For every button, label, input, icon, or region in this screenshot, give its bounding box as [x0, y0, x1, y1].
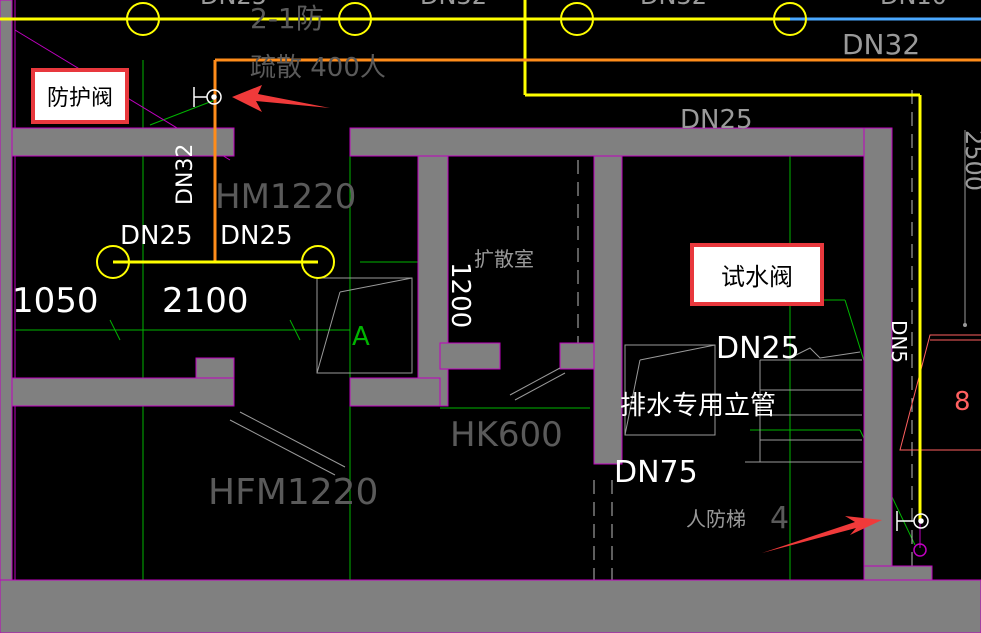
valve-symbols: [193, 87, 929, 531]
break-line: [789, 347, 861, 359]
label-civil-stair: 人防梯: [686, 507, 746, 531]
door-swing: [239, 411, 346, 468]
label-drain-riser: 排水专用立管: [620, 391, 776, 421]
label-hfm1220: HFM1220: [208, 472, 378, 513]
wall: [593, 155, 623, 465]
sprinkler-heads: [96, 2, 807, 279]
label-dn25-top: DN25: [200, 0, 267, 10]
label-dn75: DN75: [614, 455, 698, 490]
sprinkler-head-icon: [126, 2, 160, 36]
wall: [349, 377, 441, 407]
red-outline: [899, 334, 981, 451]
wall: [559, 342, 595, 370]
wall: [0, 0, 13, 581]
wall: [349, 127, 893, 157]
label-right-8: 8: [954, 387, 971, 417]
dashed-lines: [577, 90, 913, 580]
label-dn25-mid: DN25: [680, 105, 753, 135]
protective-valve-icon: [193, 87, 222, 107]
label-stair-number: 4: [770, 501, 789, 536]
label-expansion-room: 扩散室: [474, 247, 534, 271]
label-dn32-top-b: DN32: [640, 0, 707, 10]
label-dn25-a: DN25: [120, 221, 193, 251]
arrow-icon: [232, 85, 330, 112]
label-dn32-right: DN32: [842, 28, 920, 61]
dimension-dot: [963, 323, 967, 327]
red-arrows: [232, 85, 882, 553]
label-hk600: HK600: [450, 415, 563, 455]
test-valve-callout: 试水阀: [690, 243, 824, 306]
arrow-icon: [762, 516, 882, 553]
label-dn-vertical: DN5: [887, 320, 911, 363]
equipment-box: [316, 277, 413, 374]
label-hm1220: HM1220: [215, 177, 356, 217]
equipment-line: [639, 344, 716, 361]
label-dn25-b: DN25: [220, 221, 293, 251]
label-dn10-top: DN10: [880, 0, 947, 10]
sprinkler-head-icon: [773, 2, 807, 36]
equipment-line: [316, 291, 341, 374]
equipment-line: [624, 359, 641, 436]
sprinkler-head-icon: [560, 2, 594, 36]
door-swing: [514, 372, 566, 401]
wall: [195, 357, 235, 379]
test-valve-icon: [896, 511, 929, 531]
dimension-tick: [289, 319, 301, 341]
sprinkler-head-icon: [301, 245, 335, 279]
equipment-line: [339, 277, 413, 293]
test-valve-callout-text: 试水阀: [721, 263, 793, 291]
label-dim-1200: 1200: [445, 262, 475, 328]
label-dim-2500: 2500: [960, 130, 981, 191]
equipment-outlines: [229, 130, 966, 476]
drain-end-icon: [913, 543, 927, 557]
label-evacuation: 疏散 400人: [250, 53, 386, 83]
sprinkler-head-icon: [96, 245, 130, 279]
label-zone: 2-1防: [250, 2, 324, 35]
label-dn32-vertical: DN32: [173, 144, 198, 205]
wall: [439, 342, 501, 370]
protective-valve-callout: 防护阀: [31, 68, 129, 124]
protective-valve-callout-text: 防护阀: [46, 86, 113, 111]
dimension-tick: [109, 319, 121, 341]
wall: [11, 127, 235, 157]
door-swing: [509, 367, 561, 396]
label-dim-1050: 1050: [12, 281, 99, 321]
wall: [863, 565, 933, 581]
label-dn32-top: DN32: [420, 0, 487, 10]
label-room-a: A: [352, 322, 370, 352]
equipment-box: [624, 344, 716, 436]
right-outline: [899, 334, 981, 451]
label-dn25-right: DN25: [716, 331, 800, 366]
sprinkler-head-icon: [338, 2, 372, 36]
pipes: [0, 0, 981, 548]
label-dim-2100: 2100: [162, 281, 249, 321]
leader-line: [149, 99, 216, 126]
door-swing: [229, 419, 336, 476]
wall: [11, 377, 235, 407]
cad-labels: DN25 DN32 DN32 DN10 2-1防 疏散 400人 DN32 DN…: [12, 0, 981, 536]
wall: [0, 579, 981, 633]
